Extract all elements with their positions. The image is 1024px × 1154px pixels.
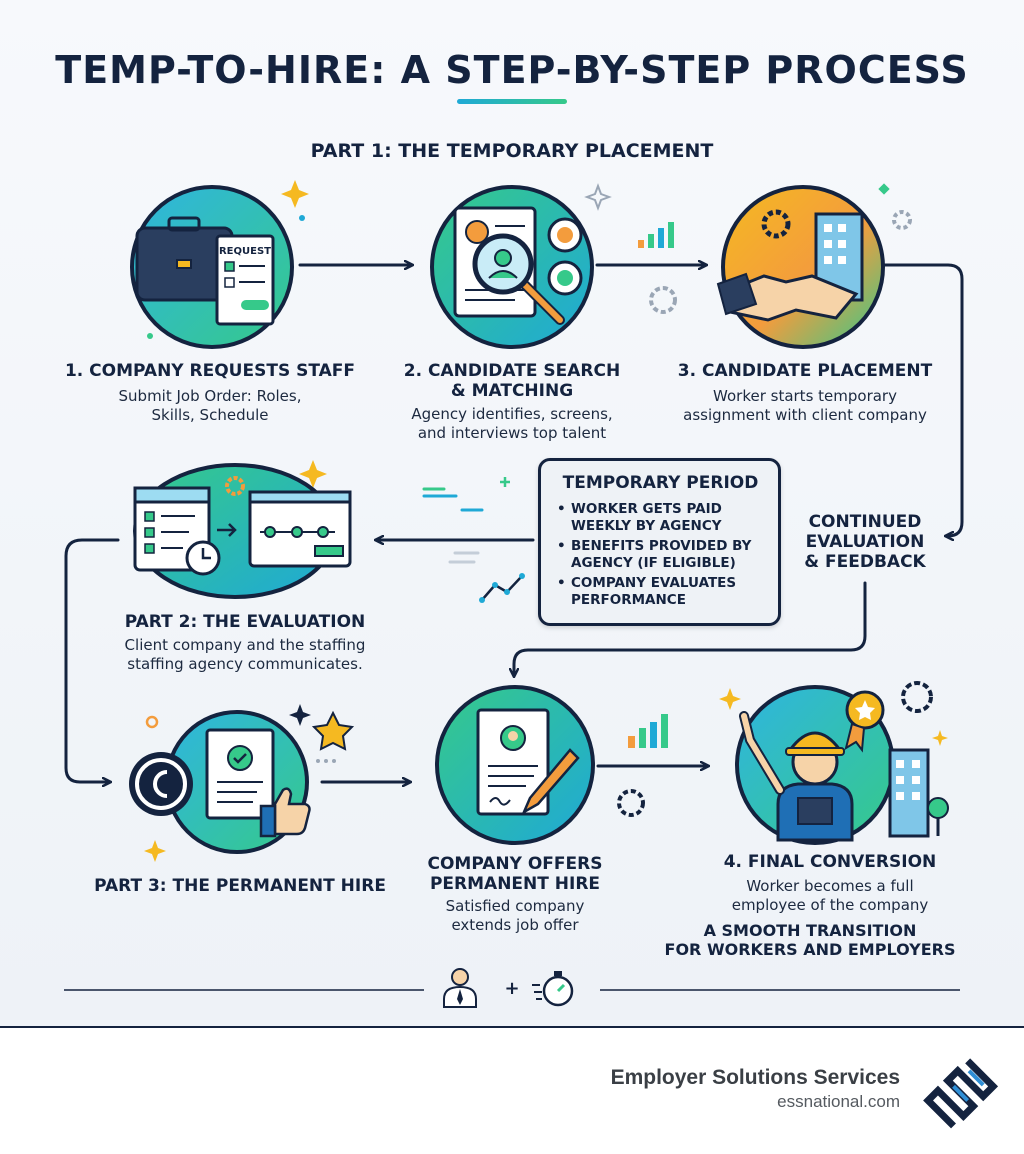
- step3-illustration: [716, 180, 891, 355]
- offer-illustration: [430, 680, 600, 850]
- request-label: REQUEST: [219, 246, 271, 257]
- arrow-eval-down: [64, 538, 120, 782]
- step2-desc: Agency identifies, screens,and interview…: [411, 405, 613, 442]
- brand-url[interactable]: essnational.com: [777, 1092, 900, 1111]
- permanent-hire-title: PART 3: THE PERMANENT HIRE: [94, 876, 386, 896]
- temporary-period-box: TEMPORARY PERIOD WORKER GETS PAID WEEKLY…: [538, 458, 781, 626]
- flow-connectors: [64, 180, 964, 991]
- permanent-hire-illustration: [125, 708, 325, 858]
- evaluation-title: PART 2: THE EVALUATION: [124, 612, 366, 632]
- step2-illustration: [425, 180, 600, 355]
- step1-desc: Submit Job Order: Roles,Skills, Schedule: [118, 387, 302, 424]
- evaluation-illustration: [125, 462, 355, 600]
- list-item: BENEFITS PROVIDED BY AGENCY (IF ELIGIBLE…: [557, 538, 764, 572]
- arrow-feedback-down: [514, 581, 867, 676]
- temporary-period-list: WORKER GETS PAID WEEKLY BY AGENCY BENEFI…: [557, 501, 764, 609]
- step1-illustration: REQUEST: [125, 180, 300, 355]
- temporary-period-title: TEMPORARY PERIOD: [562, 473, 759, 493]
- footer: [0, 1026, 1024, 1154]
- step3-title: 3. CANDIDATE PLACEMENT: [677, 361, 933, 381]
- bottom-icons: [440, 965, 590, 1009]
- step1-title: 1. COMPANY REQUESTS STAFF: [64, 361, 356, 381]
- bar-chart-icon: [628, 222, 674, 748]
- list-item: WORKER GETS PAID WEEKLY BY AGENCY: [557, 501, 764, 535]
- person-icon: [443, 968, 477, 1008]
- part1-heading: PART 1: THE TEMPORARY PLACEMENT: [310, 140, 714, 162]
- step2-title: 2. CANDIDATE SEARCH& MATCHING: [403, 361, 621, 401]
- final-conversion-illustration: [730, 680, 955, 845]
- plus-sign: +: [504, 978, 520, 999]
- title-underline: [457, 99, 567, 104]
- final-conversion-title: 4. FINAL CONVERSION: [723, 852, 937, 872]
- page-title: TEMP-TO-HIRE: A STEP-BY-STEP PROCESS: [55, 48, 969, 92]
- stopwatch-icon: [532, 971, 574, 1007]
- brand-name: Employer Solutions Services: [610, 1066, 900, 1089]
- ess-logo-icon: [922, 1052, 1002, 1132]
- list-item: COMPANY EVALUATES PERFORMANCE: [557, 575, 764, 609]
- arrow-3-down: [878, 263, 964, 536]
